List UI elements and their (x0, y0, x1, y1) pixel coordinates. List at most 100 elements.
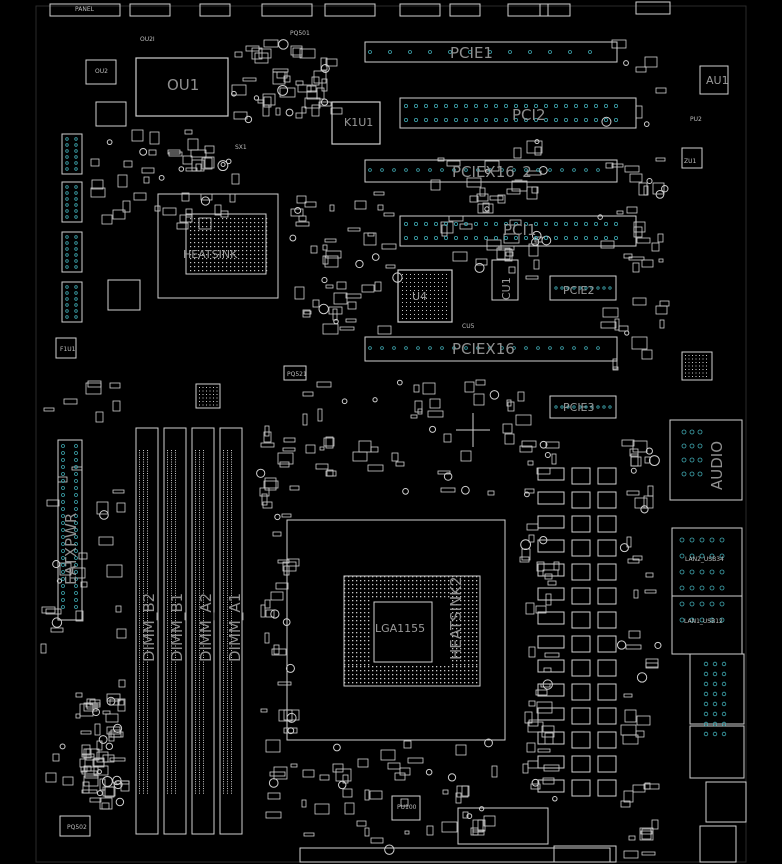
slot-pad (65, 253, 69, 257)
pin-grid-dot (368, 596, 370, 598)
pin-grid-dot (230, 266, 232, 268)
pin-grid-dot (203, 574, 204, 576)
pin-grid-dot (139, 567, 140, 569)
pin-grid-dot (139, 751, 140, 753)
pin-grid-dot (143, 548, 144, 550)
pin-grid-dot (231, 450, 232, 451)
pin-grid-dot (167, 663, 168, 665)
pin-grid-dot (227, 772, 228, 773)
slot-pad (74, 493, 78, 497)
smd-component (357, 758, 369, 768)
pin-grid-dot (234, 218, 236, 220)
pin-grid-dot (195, 726, 196, 727)
pin-grid-dot (692, 365, 693, 367)
pin-grid-dot (175, 617, 176, 619)
pin-grid-dot (223, 617, 224, 619)
pin-grid-dot (175, 723, 176, 725)
pin-grid-dot (195, 516, 196, 518)
pin-grid-dot (218, 246, 220, 248)
pin-grid-dot (199, 461, 200, 463)
pin-grid-dot (195, 585, 196, 587)
pin-grid-dot (231, 732, 232, 734)
pin-grid-dot (223, 696, 224, 698)
pin-grid-dot (175, 565, 176, 566)
pin-grid-dot (202, 258, 204, 260)
pin-grid-dot (468, 608, 470, 610)
vrm-choke (571, 731, 591, 749)
pin-grid-dot (456, 628, 458, 630)
pin-grid-dot (472, 656, 474, 658)
pin-grid-dot (227, 627, 228, 629)
usb-port (699, 825, 737, 863)
pin-grid-dot (143, 576, 144, 578)
pin-grid-dot (167, 650, 168, 652)
slot-pad (65, 137, 69, 141)
pin-grid-dot (238, 246, 240, 248)
pin-grid-dot (223, 650, 224, 652)
pin-grid-dot (139, 781, 140, 783)
pin-grid-dot (348, 624, 350, 626)
slot-pad (61, 479, 65, 483)
pin-grid-dot (195, 670, 196, 672)
pin-grid-dot (195, 523, 196, 525)
pin-grid-dot (442, 294, 443, 295)
pin-grid-dot (440, 682, 442, 684)
audio-jack-pad (681, 443, 687, 449)
pin-grid-dot (175, 755, 176, 757)
pin-grid-dot (476, 580, 478, 582)
pin-grid-dot (199, 544, 200, 546)
pin-grid-dot (195, 461, 196, 463)
dimm-slot (163, 427, 187, 835)
smd-component (80, 581, 88, 588)
slot-pad (61, 542, 65, 546)
pin-grid-dot (410, 286, 411, 287)
pin-grid-dot (223, 788, 224, 790)
mounting-pad (253, 95, 260, 101)
slot-pad (65, 155, 69, 159)
pin-grid-dot (412, 670, 414, 672)
pin-grid-dot (175, 650, 176, 652)
pin-grid-dot (214, 250, 216, 252)
pin-grid-dot (175, 473, 176, 474)
pin-grid-dot (223, 597, 224, 599)
pin-grid-dot (194, 246, 196, 248)
pin-grid-dot (344, 656, 346, 658)
pin-grid-dot (139, 459, 140, 461)
port-pad (712, 701, 718, 707)
mounting-pad (531, 778, 540, 787)
pin-grid-dot (139, 583, 140, 585)
smd-component (131, 129, 144, 142)
smd-component (541, 725, 555, 738)
pin-grid-dot (175, 578, 176, 580)
pin-grid-dot (199, 696, 200, 698)
smd-component (543, 764, 560, 772)
pin-grid-dot (147, 659, 148, 661)
pin-grid-dot (223, 477, 224, 479)
bottom-header (299, 847, 611, 863)
smd-component (537, 748, 551, 753)
mounting-pad (630, 467, 637, 474)
pin-grid-dot (175, 479, 176, 481)
pin-grid-dot (406, 286, 407, 287)
pin-grid-dot (344, 592, 346, 594)
pin-grid-dot (352, 588, 354, 590)
pin-grid-dot (143, 601, 144, 603)
pin-grid-dot (223, 592, 224, 594)
pin-grid-dot (223, 714, 224, 716)
pin-grid-dot (143, 611, 144, 612)
pin-grid-dot (175, 788, 176, 790)
audio-connector (669, 419, 743, 501)
pin-grid-dot (412, 588, 414, 590)
slot-pad (74, 265, 78, 269)
pin-grid-dot (472, 596, 474, 598)
pin-grid-dot (452, 628, 454, 630)
pin-grid-dot (226, 270, 228, 272)
pin-grid-dot (139, 760, 140, 762)
pin-grid-dot (452, 664, 454, 666)
pin-grid-dot (175, 631, 176, 633)
slot-pad (488, 50, 492, 54)
pin-grid-dot (175, 686, 176, 688)
pin-grid-dot (706, 362, 707, 363)
pin-grid-dot (139, 514, 140, 516)
pin-grid-dot (223, 691, 224, 693)
